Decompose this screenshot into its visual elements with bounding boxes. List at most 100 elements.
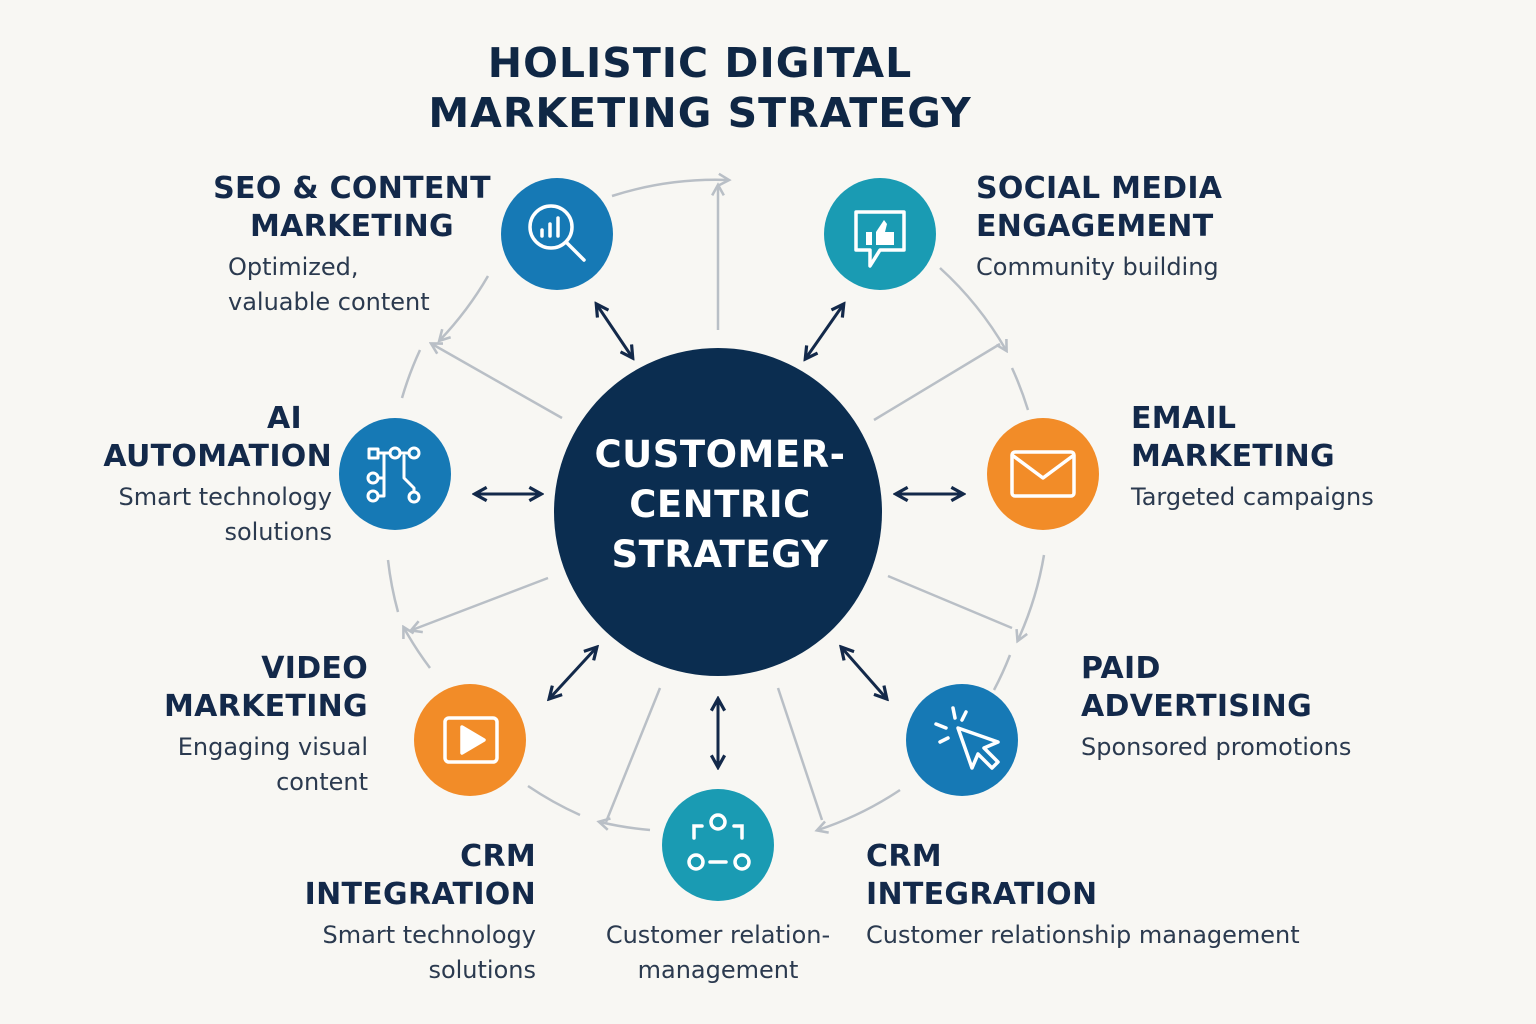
node-email xyxy=(987,418,1099,530)
title-line-1: HOLISTIC DIGITAL xyxy=(487,39,913,87)
label-crm-bottom-description: Customer relation- management xyxy=(568,918,868,988)
label-email-heading-2: MARKETING xyxy=(1131,439,1335,474)
label-paid-heading-1: PAID xyxy=(1081,651,1161,686)
label-crm-left-heading-2: INTEGRATION xyxy=(304,877,536,912)
label-email-heading-1: EMAIL xyxy=(1131,401,1237,436)
envelope-icon xyxy=(1010,450,1076,498)
label-ai-heading-1: AI xyxy=(267,401,302,436)
ring-arc-bottom-left-2 xyxy=(527,784,581,817)
ring-arc-bottom-left xyxy=(600,822,651,832)
label-email-description-1: Targeted campaigns xyxy=(1131,483,1374,511)
center-circle xyxy=(554,348,882,676)
label-crm-left-heading: CRM INTEGRATION xyxy=(260,838,536,914)
label-crm-bottom: Customer relation- management xyxy=(568,914,868,988)
label-social-heading-2: ENGAGEMENT xyxy=(976,209,1214,244)
label-crm-left-description-2: solutions xyxy=(428,956,536,984)
label-ai-description-1: Smart technology xyxy=(118,483,333,511)
cursor-click-icon xyxy=(934,706,1000,770)
label-crm-right-description-1: Customer relationship management xyxy=(866,921,1300,949)
node-crm-bottom xyxy=(662,789,774,901)
label-social-heading: SOCIAL MEDIA ENGAGEMENT xyxy=(976,170,1296,246)
label-ai-description: Smart technology solutions xyxy=(60,480,333,550)
spoke-upper-left xyxy=(432,344,563,420)
spoke-upper-right xyxy=(873,342,1001,422)
magnifier-chart-icon xyxy=(528,204,586,262)
label-crm-right: CRM INTEGRATION Customer relationship ma… xyxy=(866,838,1326,953)
center-line-2: CENTRIC xyxy=(629,483,811,526)
node-social xyxy=(824,178,936,290)
label-video-heading: VIDEO MARKETING xyxy=(120,650,368,726)
node-ai xyxy=(339,418,451,530)
center-label: CUSTOMER- CENTRIC STRATEGY xyxy=(555,430,885,580)
center-line-1: CUSTOMER- xyxy=(594,433,846,476)
spoke-bottom-right xyxy=(776,687,824,821)
double-arrows xyxy=(476,305,962,766)
play-button-icon xyxy=(443,716,499,764)
label-paid-heading: PAID ADVERTISING xyxy=(1081,650,1411,726)
label-crm-bottom-description-1: Customer relation- xyxy=(605,921,831,949)
arrow-paid xyxy=(842,648,886,698)
center-line-3: STRATEGY xyxy=(611,533,829,576)
spoke-bottom-left xyxy=(604,687,662,823)
ring-arc-top-left xyxy=(440,275,490,340)
node-seo xyxy=(501,178,613,290)
label-crm-right-heading: CRM INTEGRATION xyxy=(866,838,1326,914)
circuit-nodes-icon xyxy=(366,446,421,504)
label-crm-bottom-description-2: management xyxy=(637,956,799,984)
label-paid-description: Sponsored promotions xyxy=(1081,730,1411,765)
arrow-video xyxy=(550,648,596,698)
label-ai-heading-2: AUTOMATION xyxy=(103,439,332,474)
label-email-heading: EMAIL MARKETING xyxy=(1131,400,1431,476)
label-video-description-1: Engaging visual xyxy=(177,733,368,761)
label-video: VIDEO MARKETING Engaging visual content xyxy=(120,650,368,800)
label-social: SOCIAL MEDIA ENGAGEMENT Community buildi… xyxy=(976,170,1296,285)
title-line-2: MARKETING STRATEGY xyxy=(428,89,972,137)
label-video-heading-2: MARKETING xyxy=(164,689,368,724)
label-social-heading-1: SOCIAL MEDIA xyxy=(976,171,1223,206)
ring-arc-bottom-right xyxy=(818,788,901,830)
label-seo-desc: Optimized, valuable content xyxy=(228,246,488,320)
ring-arc-right-bottom xyxy=(992,654,1012,691)
label-paid-heading-2: ADVERTISING xyxy=(1081,689,1313,724)
thumbs-up-chat-icon xyxy=(854,210,906,268)
ring-arc-top-right xyxy=(939,267,1006,350)
label-crm-right-heading-1: CRM xyxy=(866,839,942,874)
label-crm-left-heading-1: CRM xyxy=(460,839,536,874)
label-social-description-1: Community building xyxy=(976,253,1219,281)
node-paid xyxy=(906,684,1018,796)
arrow-social xyxy=(806,305,843,358)
label-video-heading-1: VIDEO xyxy=(261,651,368,686)
label-seo-heading-1: SEO & CONTENT xyxy=(213,171,491,206)
label-video-description: Engaging visual content xyxy=(120,730,368,800)
label-paid-description-1: Sponsored promotions xyxy=(1081,733,1352,761)
node-video xyxy=(414,684,526,796)
label-crm-left-description: Smart technology solutions xyxy=(260,918,537,988)
label-ai: AI AUTOMATION Smart technology solutions xyxy=(60,400,332,550)
label-ai-description-2: solutions xyxy=(224,518,332,546)
label-seo: SEO & CONTENT MARKETING xyxy=(212,170,492,246)
ring-arcs xyxy=(386,180,1046,832)
label-crm-left: CRM INTEGRATION Smart technology solutio… xyxy=(260,838,536,988)
label-email: EMAIL MARKETING Targeted campaigns xyxy=(1131,400,1431,515)
label-seo-description-1: Optimized, xyxy=(228,253,359,281)
diagram-title: HOLISTIC DIGITAL MARKETING STRATEGY xyxy=(0,38,1400,138)
label-seo-description-2: valuable content xyxy=(228,288,430,316)
ring-arc-top xyxy=(611,180,728,198)
ring-arc-left-upper xyxy=(400,349,422,399)
label-seo-description: Optimized, valuable content xyxy=(228,250,488,320)
label-email-description: Targeted campaigns xyxy=(1131,480,1431,515)
label-social-description: Community building xyxy=(976,250,1296,285)
arrow-seo xyxy=(597,305,632,357)
label-crm-right-description: Customer relationship management xyxy=(866,918,1326,953)
network-nodes-icon xyxy=(687,813,751,871)
ring-arc-left-mid xyxy=(386,559,400,613)
label-ai-heading: AI AUTOMATION xyxy=(60,400,332,476)
label-crm-right-heading-2: INTEGRATION xyxy=(866,877,1098,912)
ring-arc-right-lower xyxy=(1018,554,1046,640)
label-video-description-2: content xyxy=(276,768,368,796)
spoke-lower-left xyxy=(412,576,549,630)
label-paid: PAID ADVERTISING Sponsored promotions xyxy=(1081,650,1411,765)
spokes xyxy=(412,186,1013,823)
label-crm-left-description-1: Smart technology xyxy=(322,921,537,949)
